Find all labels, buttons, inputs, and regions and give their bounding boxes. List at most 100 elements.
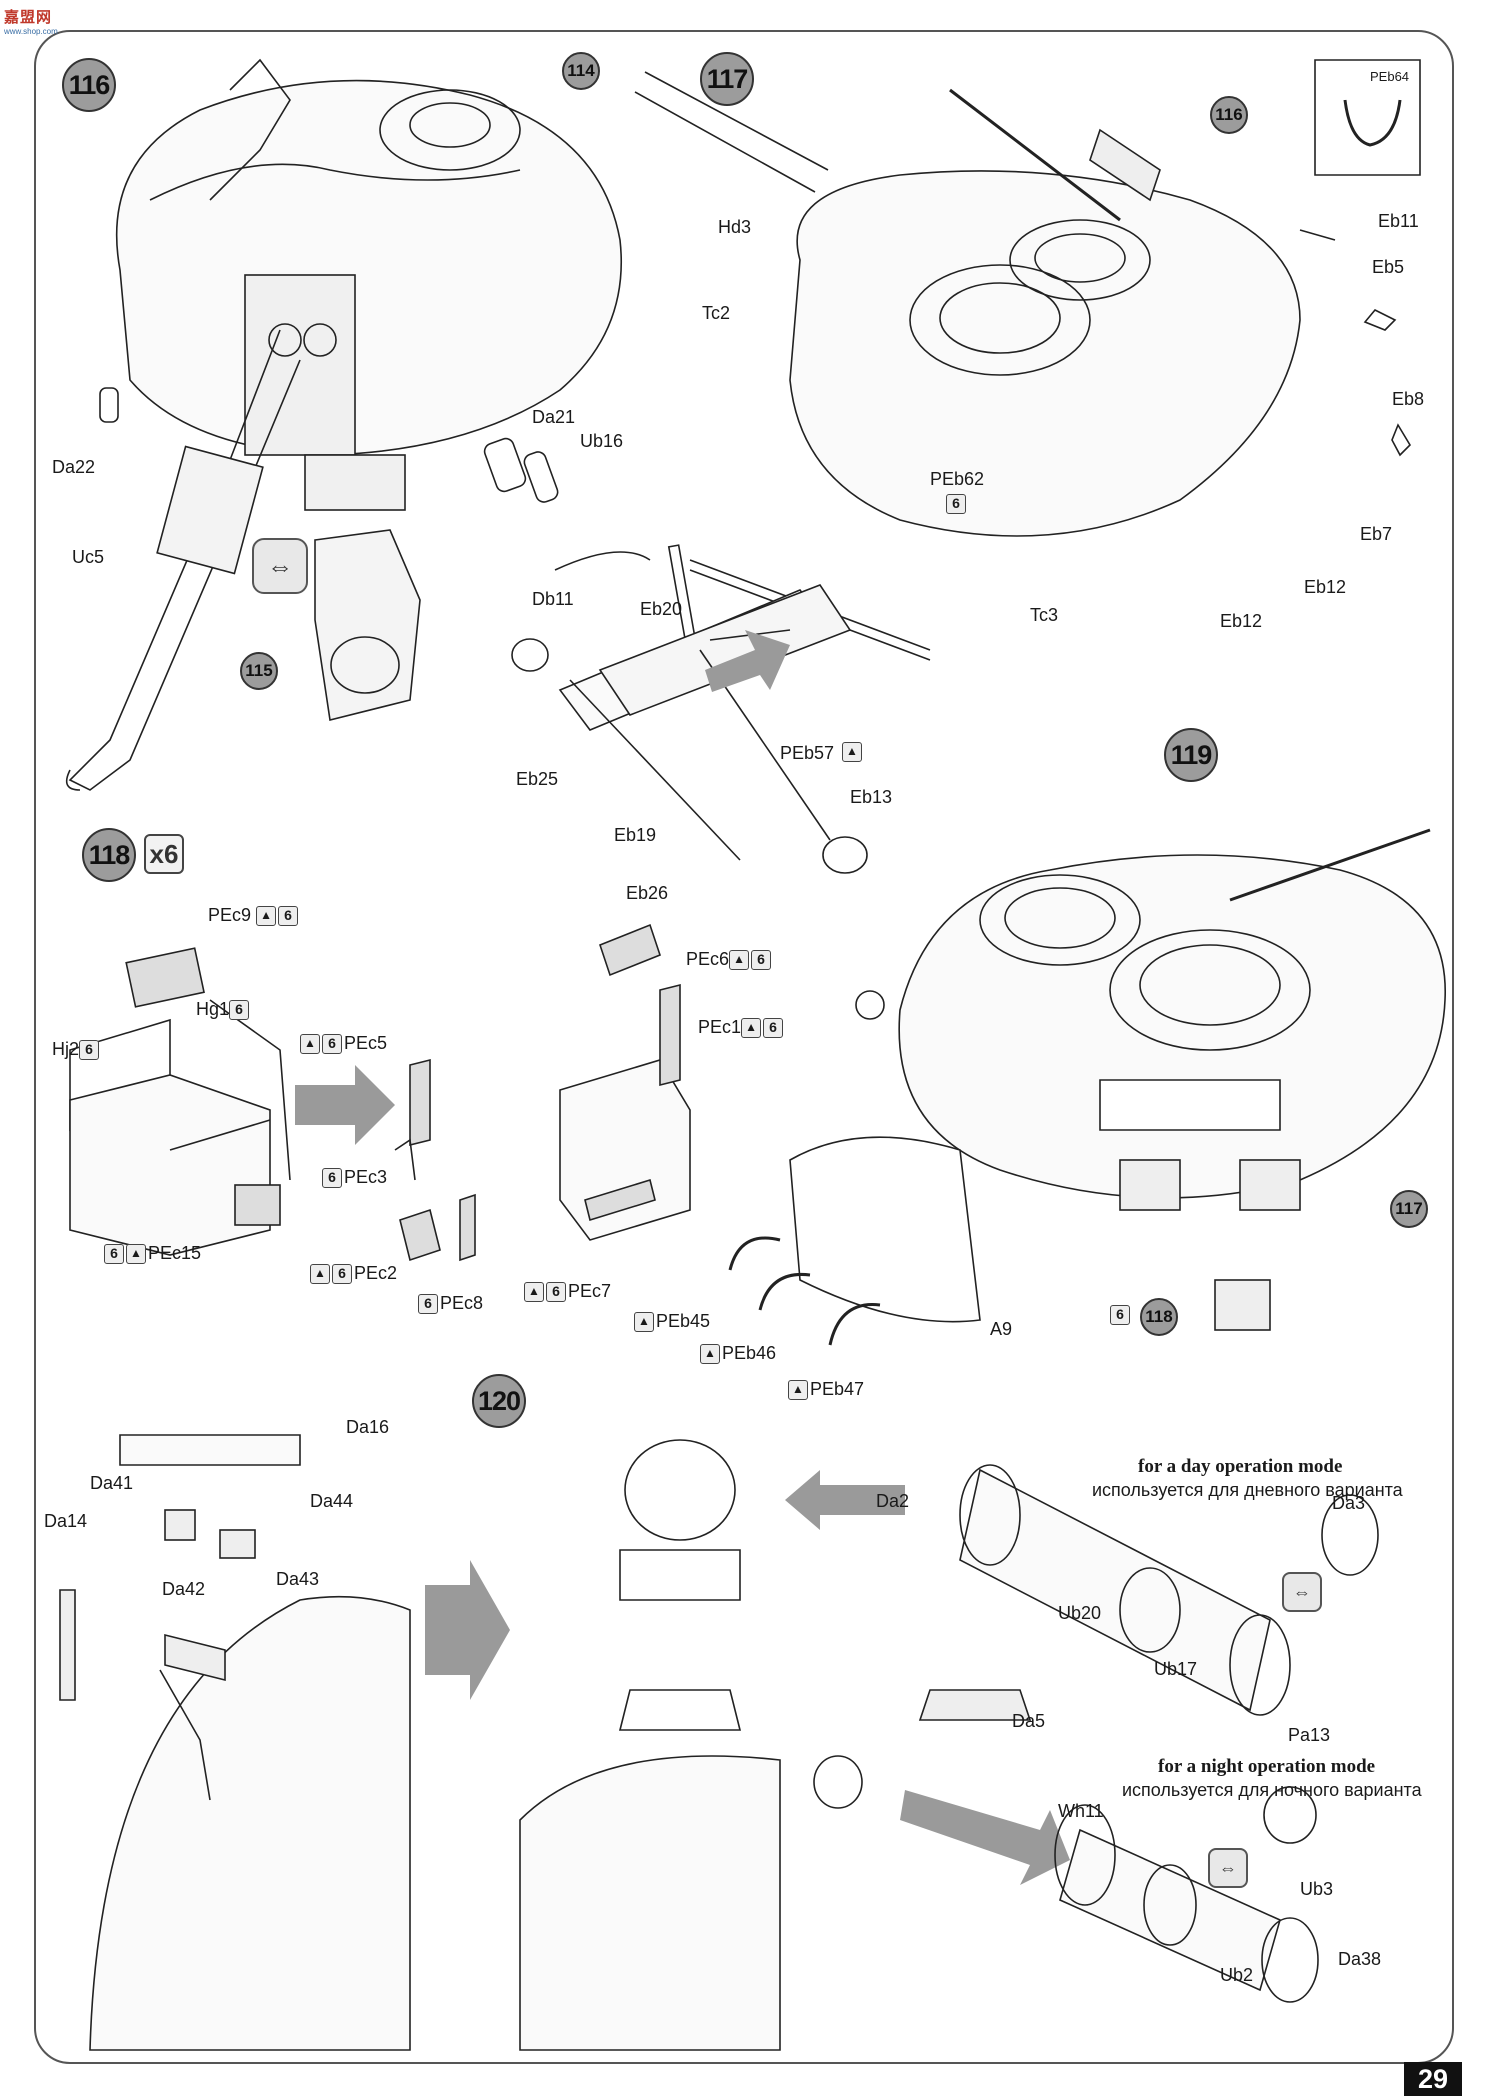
- watermark-logo: 嘉盟网 www.shop.com: [4, 9, 58, 36]
- night-mode-note-ru: используется для ночного варианта: [1122, 1780, 1422, 1800]
- day-mode-note-ru: используется для дневного варианта: [1092, 1480, 1403, 1500]
- part-label-ub16: Ub16: [580, 431, 624, 451]
- pe-part-icon: ▲: [310, 1264, 330, 1285]
- two-way-arrow-option-icon: ⇔: [1282, 1572, 1322, 1612]
- step-116-reference: 116: [1210, 96, 1248, 134]
- part-label-eb19: Eb19: [614, 825, 657, 845]
- sight-120-drawing: [59, 1434, 1379, 2051]
- two-way-arrow-option-icon: ⇔: [1208, 1848, 1248, 1888]
- part-label-ub2: Ub2: [1220, 1965, 1254, 1985]
- part-label-pec9: PEc9 ▲6: [208, 906, 300, 927]
- step-118-reference: 118: [1140, 1298, 1178, 1336]
- x6-multiplier-icon: 6: [104, 1244, 124, 1265]
- pe-part-icon: ▲: [700, 1344, 720, 1365]
- turret-119-drawing: [728, 828, 1446, 1346]
- arrow-117: [705, 630, 790, 692]
- two-way-arrow-option-icon: ⇔: [252, 538, 308, 594]
- step-116-number: 116: [62, 58, 116, 112]
- part-label-pa13: Pa13: [1288, 1725, 1331, 1745]
- part-label-pec6: PEc6▲6: [686, 950, 773, 971]
- step-118-number: 118: [82, 828, 136, 882]
- part-label-peb64: PEb64: [1370, 69, 1410, 84]
- arrow-120: [425, 1560, 510, 1700]
- part-label-peb46: ▲PEb46: [700, 1344, 776, 1365]
- part-label-da44: Da44: [310, 1491, 354, 1511]
- part-label-peb45: ▲PEb45: [634, 1312, 710, 1333]
- pe-part-icon: ▲: [126, 1244, 146, 1265]
- part-label-pec15: 6▲PEc15: [104, 1244, 201, 1265]
- turret-117-drawing: [511, 59, 1421, 874]
- pe-part-icon: ▲: [634, 1312, 654, 1333]
- step-120-number: 120: [472, 1374, 526, 1428]
- part-label-ub20: Ub20: [1058, 1603, 1102, 1623]
- step-117-reference: 117: [1390, 1190, 1428, 1228]
- pe-part-icon: ▲: [788, 1380, 808, 1401]
- arrow-118: [295, 1065, 395, 1145]
- part-label-da2: Da2: [876, 1491, 910, 1511]
- part-label-da42: Da42: [162, 1579, 206, 1599]
- ammo-box-118-drawing: [69, 923, 691, 1262]
- x6-multiplier-icon: 6: [418, 1294, 438, 1315]
- part-label-a9: A9: [990, 1319, 1013, 1339]
- x6-multiplier-icon: 6: [751, 950, 772, 971]
- part-label-uc5: Uc5: [72, 547, 105, 567]
- night-mode-note-en: for a night operation mode: [1158, 1756, 1376, 1777]
- part-label-eb12-a: Eb12: [1304, 577, 1347, 597]
- x6-multiplier-icon: 6: [278, 906, 299, 927]
- part-label-eb25: Eb25: [516, 769, 559, 789]
- page-number: 29: [1404, 2062, 1462, 2096]
- part-label-da21: Da21: [532, 407, 576, 427]
- x6-multiplier-icon: 6: [322, 1034, 342, 1055]
- part-label-hd3: Hd3: [718, 217, 752, 237]
- part-label-peb47: ▲PEb47: [788, 1380, 864, 1401]
- step-115-reference: 115: [240, 652, 278, 690]
- part-label-eb5: Eb5: [1372, 257, 1405, 277]
- pe-part-icon: ▲: [256, 906, 277, 927]
- part-label-eb7: Eb7: [1360, 524, 1393, 544]
- pe-part-icon: ▲: [524, 1282, 544, 1303]
- part-label-pec1: PEc1▲6: [698, 1018, 785, 1039]
- part-label-step118-ref: 6: [1110, 1305, 1132, 1326]
- part-label-db11: Db11: [532, 589, 574, 609]
- part-label-eb20: Eb20: [640, 599, 683, 619]
- step-117-number: 117: [700, 52, 754, 106]
- part-label-eb26: Eb26: [626, 883, 669, 903]
- x6-multiplier-icon: 6: [763, 1018, 784, 1039]
- part-label-da43: Da43: [276, 1569, 320, 1589]
- pe-part-icon: ▲: [842, 742, 862, 762]
- part-label-da41: Da41: [90, 1473, 134, 1493]
- part-label-eb13: Eb13: [850, 787, 893, 807]
- part-label-peb57: PEb57: [780, 743, 835, 763]
- part-label-da38: Da38: [1338, 1949, 1382, 1969]
- part-label-da14: Da14: [44, 1511, 88, 1531]
- part-label-tc2: Tc2: [702, 303, 731, 323]
- part-label-eb12-b: Eb12: [1220, 611, 1263, 631]
- part-label-eb8: Eb8: [1392, 389, 1425, 409]
- part-label-wh11: Wh11: [1058, 1801, 1104, 1821]
- part-label-da22: Da22: [52, 457, 96, 477]
- x6-multiplier-icon: 6: [946, 494, 966, 514]
- x6-multiplier-icon: 6: [1110, 1305, 1130, 1326]
- pe-part-icon: ▲: [729, 950, 750, 971]
- x6-multiplier-icon: 6: [322, 1168, 342, 1189]
- part-label-ub3: Ub3: [1300, 1879, 1334, 1899]
- step-114-reference: 114: [562, 52, 600, 90]
- day-mode-note-en: for a day operation mode: [1138, 1456, 1343, 1477]
- x6-multiplier-icon: 6: [332, 1264, 352, 1285]
- pe-part-icon: ▲: [741, 1018, 762, 1039]
- x6-multiplier-icon: 6: [79, 1040, 100, 1061]
- part-label-da5: Da5: [1012, 1711, 1046, 1731]
- part-label-eb11: Eb11: [1378, 211, 1419, 231]
- part-label-tc3: Tc3: [1030, 605, 1059, 625]
- step-119-number: 119: [1164, 728, 1218, 782]
- part-label-da16: Da16: [346, 1417, 390, 1437]
- part-label-peb62: PEb62: [930, 469, 985, 489]
